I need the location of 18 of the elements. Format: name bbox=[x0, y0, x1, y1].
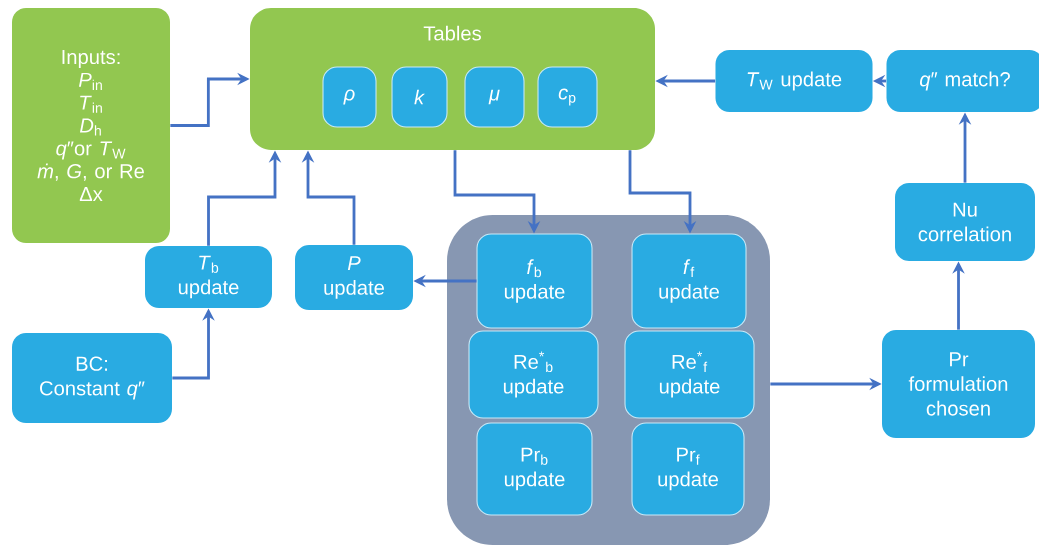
property-box: c$_{p}$ bbox=[537, 66, 598, 128]
process-box: Nu correlation bbox=[895, 183, 1035, 261]
process-box: Re$^{*}$f update bbox=[624, 330, 755, 419]
property-box: k bbox=[391, 66, 448, 128]
process-box: Re$^{*}$b update bbox=[468, 330, 599, 419]
process-box: Pr$_{f}$ update bbox=[631, 422, 745, 516]
property-box: ρ bbox=[322, 66, 377, 128]
process-box: T$_{W}$ update bbox=[715, 50, 873, 112]
process-box: f$_{f}$ update bbox=[631, 233, 747, 329]
process-box: Pr formulation chosen bbox=[882, 330, 1035, 438]
process-box: BC: Constant q″ bbox=[12, 333, 172, 423]
property-box: μ bbox=[464, 66, 525, 128]
process-box: Pr$_{b}$ update bbox=[476, 422, 593, 516]
input-panel: Inputs: P$_{in}$ T$_{in}$ D$_{h}$ q″or T$_{W}$ ṁ, G, or Re Δx bbox=[12, 8, 170, 243]
process-box: T$_{b}$ update bbox=[145, 246, 272, 308]
process-box: q″ match? bbox=[886, 50, 1039, 112]
process-box: f$_{b}$ update bbox=[476, 233, 593, 329]
process-box: P update bbox=[295, 245, 413, 310]
